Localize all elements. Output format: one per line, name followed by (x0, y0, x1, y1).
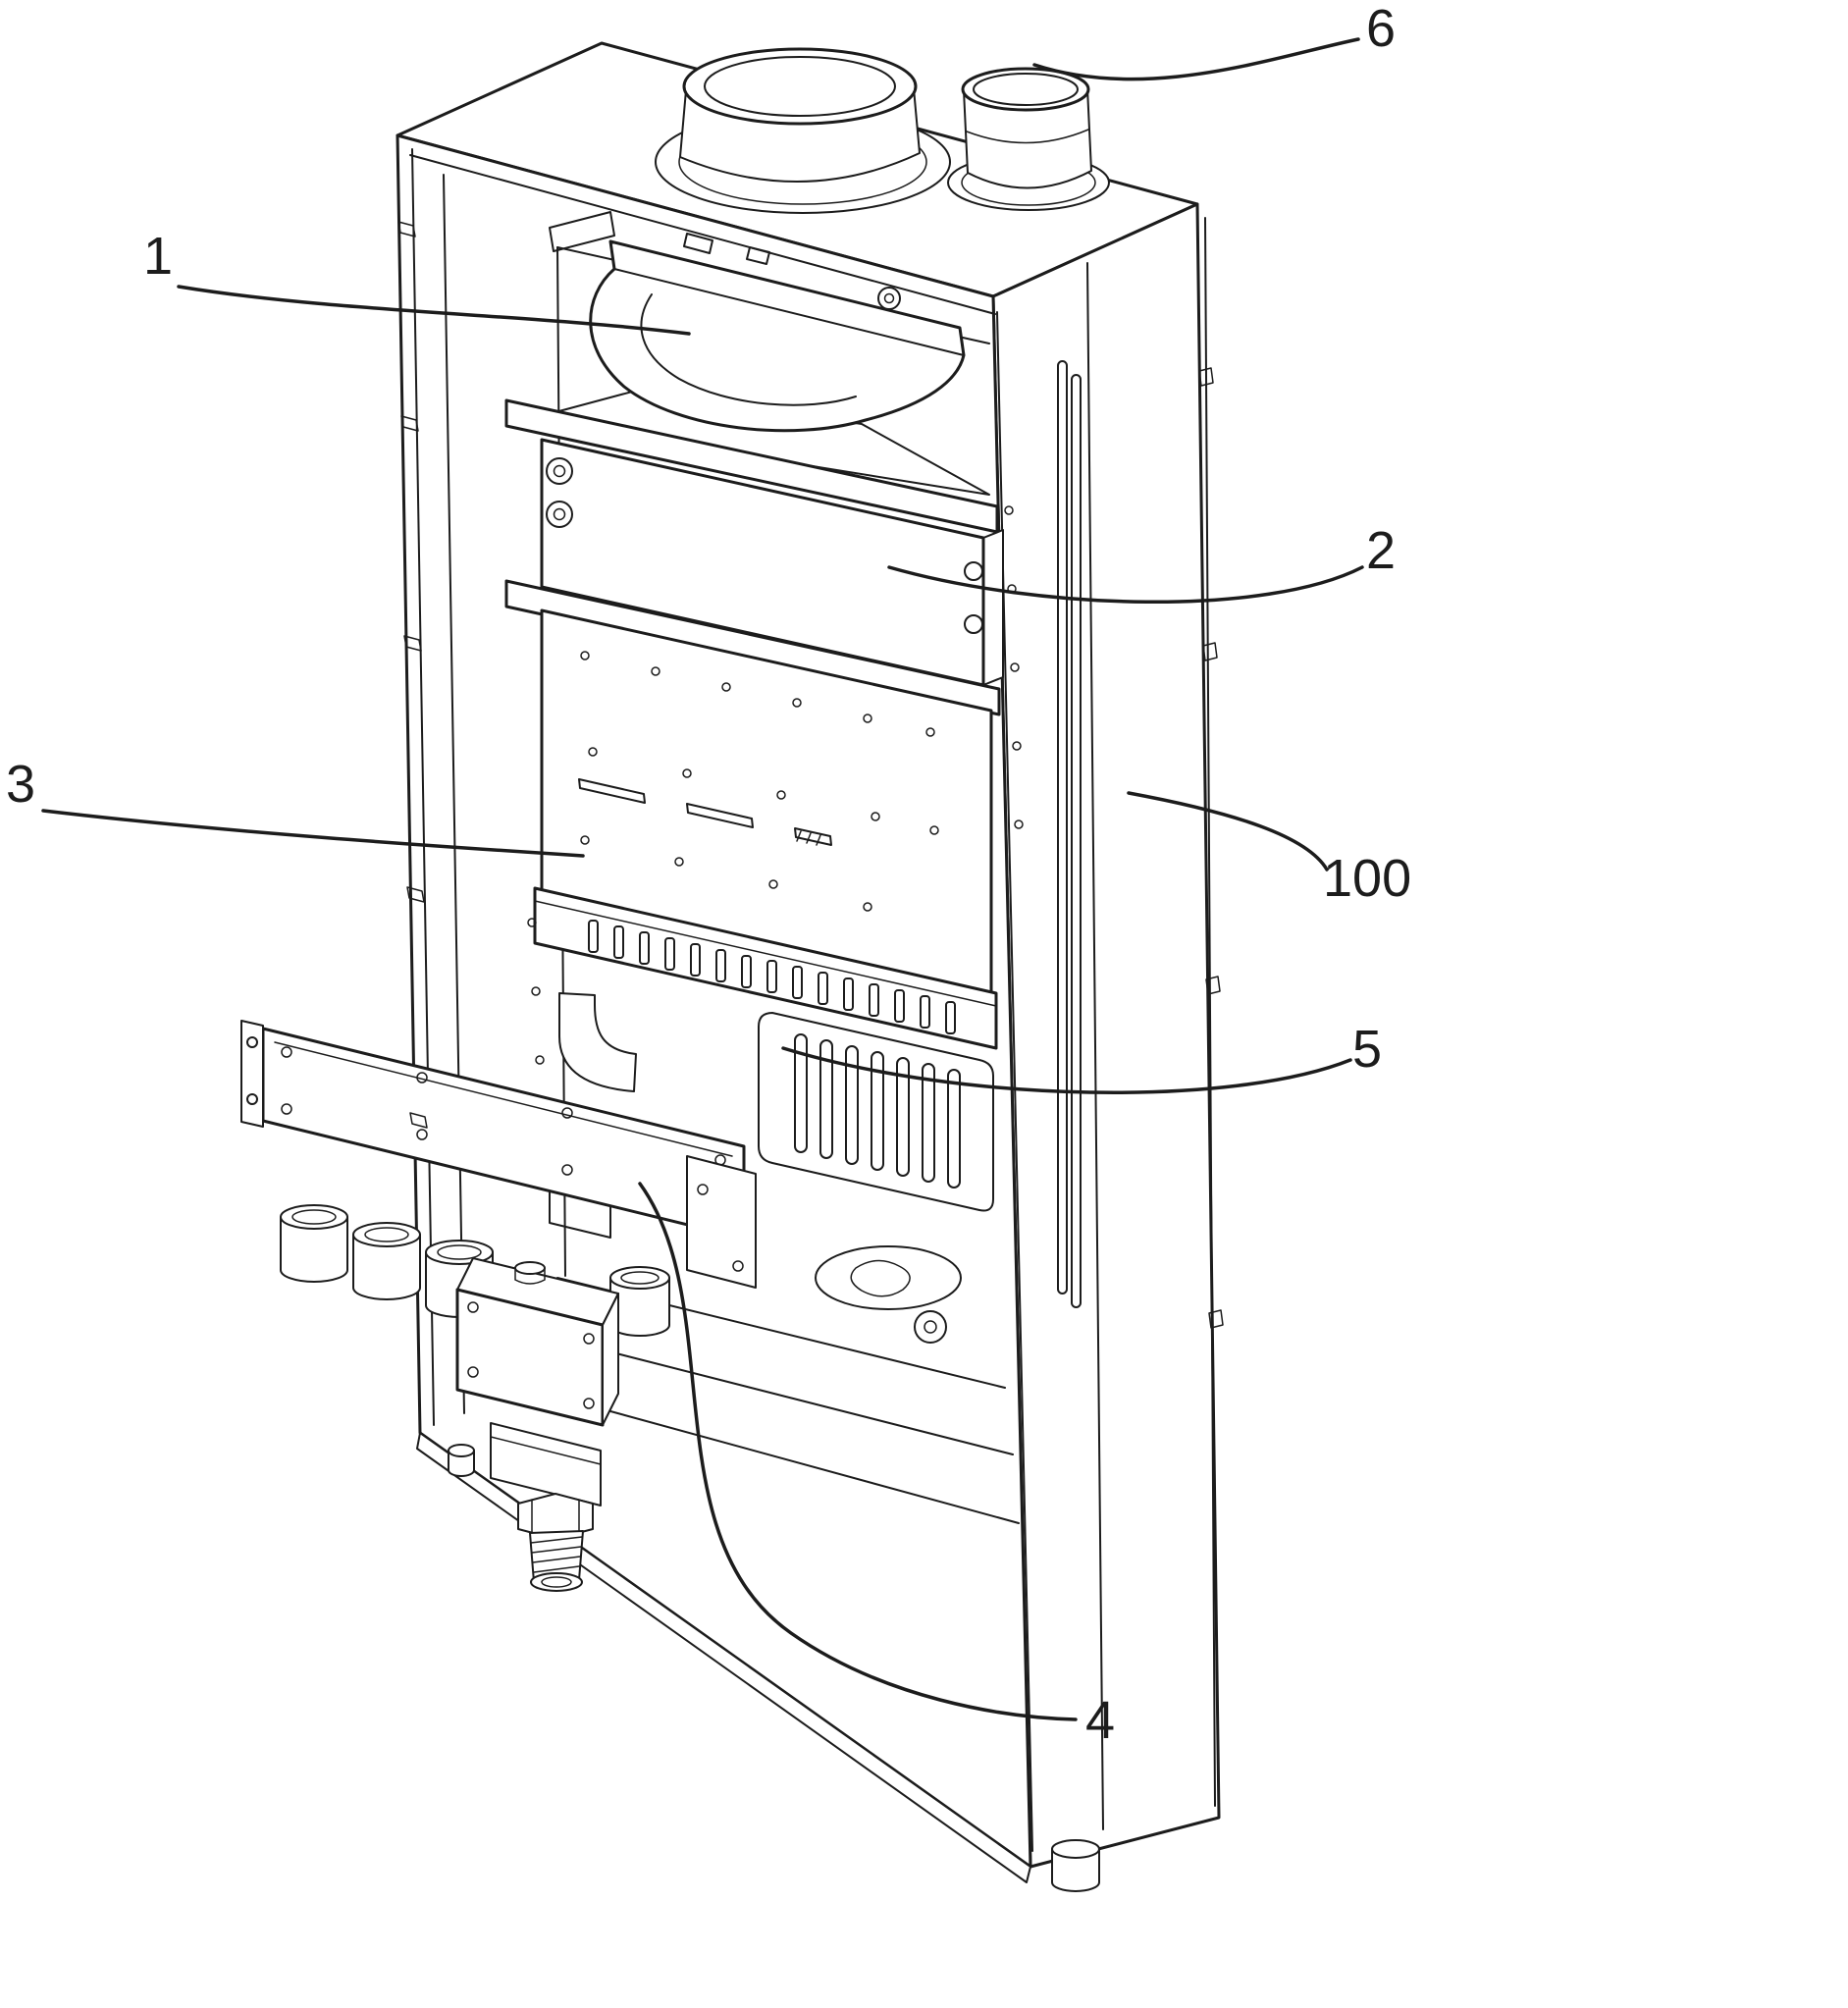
leader-line-5 (781, 1046, 1352, 1094)
heat-exchanger (504, 398, 1004, 716)
fan-volute (589, 239, 966, 433)
leader-line-100 (1127, 791, 1329, 872)
hex-fitting (517, 1493, 594, 1540)
leader-lines (41, 37, 1364, 1721)
leader-line-4 (638, 1182, 1078, 1721)
panel-details (397, 211, 1224, 1329)
cabinet-feet (448, 1444, 1100, 1892)
leader-line-6 (1032, 37, 1360, 81)
gas-valve-assembly (240, 992, 757, 1592)
ref-label-1: 1 (143, 227, 174, 286)
fan-assembly (525, 233, 990, 496)
air-intake-pipe (947, 67, 1110, 211)
combustion-chamber-panel (540, 608, 993, 1007)
ref-label-6: 6 (1366, 0, 1397, 58)
burner-slots (758, 1012, 994, 1212)
leader-line-3 (41, 809, 585, 858)
gas-feed-pipe (558, 992, 637, 1092)
ref-label-4: 4 (1085, 1691, 1116, 1750)
leader-line-2 (887, 565, 1364, 605)
ref-label-3: 3 (6, 755, 36, 814)
ref-label-100: 100 (1323, 849, 1412, 908)
leader-line-1 (177, 285, 691, 336)
flue-collar (655, 47, 951, 214)
ref-label-2: 2 (1366, 521, 1397, 580)
ref-label-5: 5 (1352, 1020, 1383, 1079)
